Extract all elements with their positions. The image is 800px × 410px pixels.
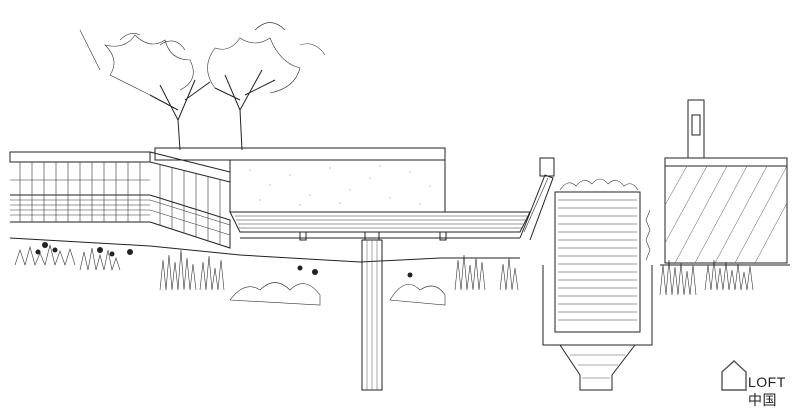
ground-line [9,237,790,266]
planter-box [539,157,653,391]
foreground-plants [14,178,754,306]
loft-logo-mark [721,360,747,391]
shrub-cluster [35,242,413,278]
logo-brand-text: LOFT中国 [748,374,786,408]
right-wall-block [664,99,788,264]
tree-left [79,29,211,151]
ramp [519,174,554,241]
tree-right [207,22,326,151]
background-wall [154,147,446,213]
boardwalk-deck [229,211,531,241]
landscape-section-drawing [9,22,790,391]
left-railing-structure [9,151,231,249]
support-column [361,239,383,391]
